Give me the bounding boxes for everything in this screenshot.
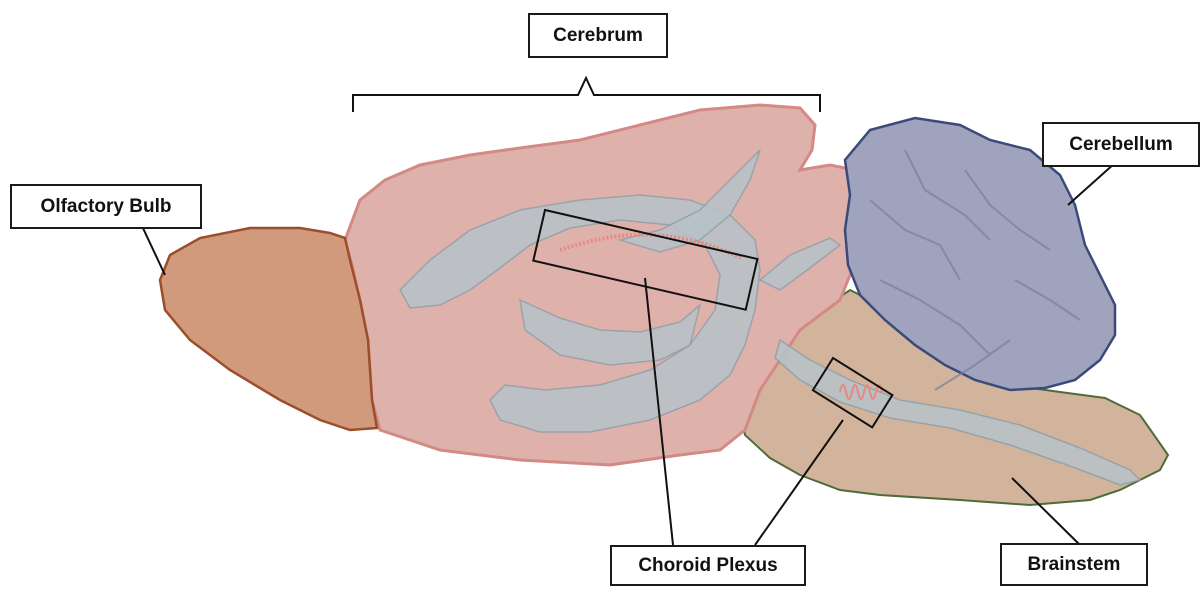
cerebrum-label: Cerebrum xyxy=(528,13,668,58)
cerebellum-label: Cerebellum xyxy=(1042,122,1200,167)
leader-olfactory xyxy=(142,226,165,275)
olfactory-bulb-shape xyxy=(160,228,377,430)
choroid-plexus-label: Choroid Plexus xyxy=(610,545,806,586)
leader-cerebellum xyxy=(1068,163,1115,205)
olfactory-bulb-label: Olfactory Bulb xyxy=(10,184,202,229)
brainstem-label: Brainstem xyxy=(1000,543,1148,586)
